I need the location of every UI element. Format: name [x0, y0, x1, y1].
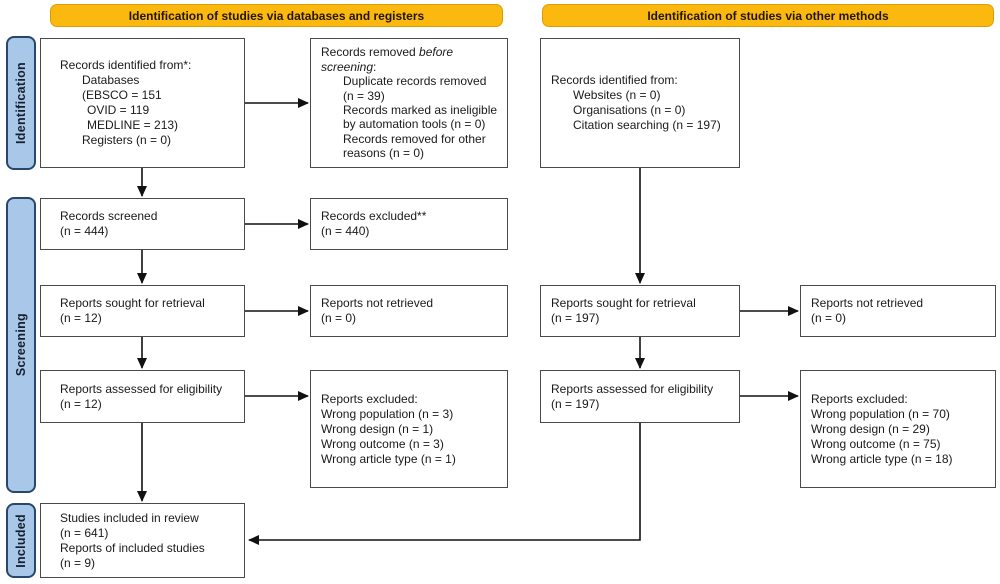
box-records-identified-other: Records identified from:Websites (n = 0)…: [540, 38, 740, 168]
box-reports-excluded-other: Reports excluded:Wrong population (n = 7…: [800, 370, 996, 488]
box-reports-sought-databases: Reports sought for retrieval(n = 12): [40, 285, 245, 337]
box-records-screened: Records screened(n = 444): [40, 198, 245, 250]
box-text-line: reasons (n = 0): [343, 146, 425, 161]
banner-other-methods: Identification of studies via other meth…: [542, 4, 994, 27]
box-text-line: Records identified from*:: [60, 58, 192, 72]
box-text-line: Wrong article type (n = 1): [321, 451, 456, 466]
box-reports-not-retrieved-databases: Reports not retrieved(n = 0): [310, 285, 508, 337]
box-text-line: (n = 0): [811, 311, 847, 325]
arrow-other-assessed-to-included: [248, 423, 641, 545]
box-reports-sought-other: Reports sought for retrieval(n = 197): [540, 285, 740, 337]
box-text-line: Duplicate records removed: [343, 74, 487, 89]
box-text-line: by automation tools (n = 0): [343, 117, 486, 132]
box-text-line: Reports not retrieved: [321, 296, 434, 310]
box-text-line: Wrong population (n = 3): [321, 406, 454, 421]
box-text-line: Citation searching (n = 197): [573, 118, 721, 132]
box-text-line: OVID = 119: [87, 103, 150, 117]
banner-databases-registers: Identification of studies via databases …: [50, 4, 503, 27]
box-text-line: (EBSCO = 151: [82, 88, 162, 102]
box-text-line: Reports excluded:: [811, 391, 908, 406]
box-text-line: Wrong design (n = 29): [811, 421, 930, 436]
box-text-line: (n = 444): [60, 224, 109, 238]
box-text-line: Reports excluded:: [321, 391, 418, 406]
box-text-line: Websites (n = 0): [573, 88, 661, 102]
box-text-line: (n = 9): [60, 555, 96, 570]
box-text-line: (n = 440): [321, 224, 370, 238]
box-text-line: Reports sought for retrieval: [60, 296, 205, 310]
box-text-line: Wrong outcome (n = 75): [811, 436, 941, 451]
stage-label-included: Included: [6, 503, 36, 578]
box-text-line: Reports sought for retrieval: [551, 296, 696, 310]
box-studies-included: Studies included in review(n = 641)Repor…: [40, 503, 245, 578]
box-text-line: Records removed for other: [343, 131, 486, 146]
stage-label-screening: Screening: [6, 197, 36, 493]
box-text-line: Reports not retrieved: [811, 296, 924, 310]
box-text-line: screening:: [321, 59, 377, 74]
box-reports-not-retrieved-other: Reports not retrieved(n = 0): [800, 285, 996, 337]
box-reports-assessed-databases: Reports assessed for eligibility(n = 12): [40, 370, 245, 423]
box-text-line: Reports of included studies: [60, 540, 205, 555]
box-text-line: Registers (n = 0): [82, 133, 172, 147]
box-text-line: Wrong article type (n = 18): [811, 451, 953, 466]
box-text-line: Studies included in review: [60, 510, 199, 525]
box-text-line: (n = 641): [60, 525, 109, 540]
box-reports-assessed-other: Reports assessed for eligibility(n = 197…: [540, 370, 740, 423]
box-text-line: (n = 12): [60, 311, 102, 325]
box-text-line: Wrong outcome (n = 3): [321, 436, 444, 451]
box-text-line: (n = 39): [343, 88, 385, 103]
box-text-line: Reports assessed for eligibility: [551, 381, 714, 396]
box-text-line: Records marked as ineligible: [343, 103, 498, 117]
box-records-excluded: Records excluded**(n = 440): [310, 198, 508, 250]
box-text-line: Reports assessed for eligibility: [60, 381, 223, 396]
box-text-line: (n = 197): [551, 396, 600, 411]
box-text-line: Records identified from:: [551, 73, 678, 87]
box-records-identified-databases: Records identified from*:Databases(EBSCO…: [40, 38, 245, 168]
box-text-line: MEDLINE = 213): [87, 118, 179, 132]
stage-label-identification: Identification: [6, 36, 36, 170]
box-text-line: Wrong design (n = 1): [321, 421, 434, 436]
box-text-line: Records removed before: [321, 45, 454, 60]
box-text-line: (n = 12): [60, 396, 102, 411]
box-text-line: Wrong population (n = 70): [811, 406, 950, 421]
box-reports-excluded-databases: Reports excluded:Wrong population (n = 3…: [310, 370, 508, 488]
box-text-line: Organisations (n = 0): [573, 103, 686, 117]
box-text-line: Records excluded**: [321, 209, 427, 223]
box-text-line: Databases: [82, 73, 140, 87]
box-text-line: (n = 0): [321, 311, 357, 325]
box-text-line: (n = 197): [551, 311, 600, 325]
box-text-line: Records screened: [60, 209, 158, 223]
